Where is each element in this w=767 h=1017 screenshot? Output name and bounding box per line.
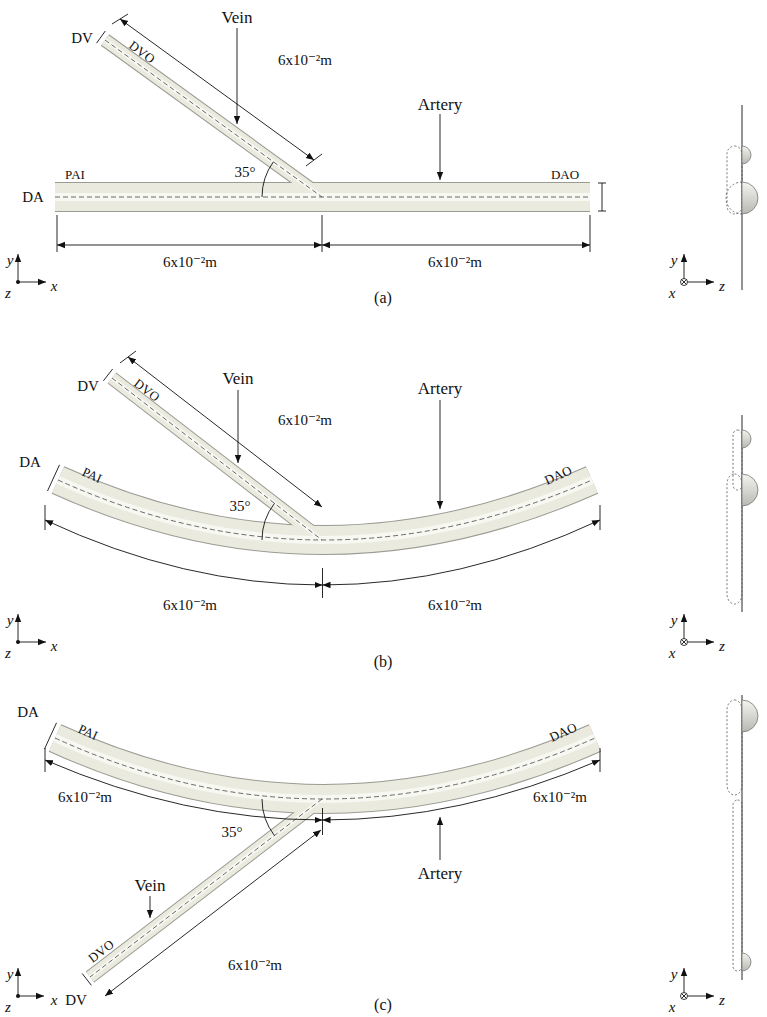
axis-label: z: [5, 286, 11, 301]
dimension-label: 6x10⁻²m: [58, 790, 112, 805]
vessel-label: Artery: [418, 865, 462, 882]
diameter-label: DA: [22, 190, 44, 205]
axis-label: x: [51, 993, 58, 1008]
axis-label: y: [7, 967, 14, 982]
vessel-tubes: [58, 378, 592, 540]
port-label: DAO: [547, 721, 578, 745]
vessel-label: Artery: [418, 96, 462, 113]
dimension-label: 6x10⁻²m: [228, 958, 282, 973]
axis-label: x: [51, 639, 58, 654]
axis-label: x: [51, 279, 58, 294]
dimension-lines: [57, 14, 606, 252]
dimension-lines: [45, 723, 601, 996]
panel-label: (b): [374, 654, 393, 670]
angle-label: 35°: [235, 165, 256, 180]
axis-label: y: [7, 613, 14, 628]
vessel-label: Vein: [221, 9, 252, 26]
port-label: DVO: [86, 937, 116, 964]
vessel-label: Vein: [134, 877, 165, 894]
axis-label: z: [719, 993, 725, 1008]
side-view: [726, 105, 758, 980]
dimension-label: 6x10⁻²m: [278, 53, 332, 68]
port-label: PAI: [76, 722, 99, 742]
diameter-label: DV: [71, 31, 93, 46]
dimension-label: 6x10⁻²m: [163, 598, 217, 613]
diameter-label: DV: [77, 379, 99, 394]
axis-label: y: [671, 613, 678, 628]
vessel-tubes: [55, 40, 590, 197]
axis-label: z: [5, 1000, 11, 1015]
dimension-label: 6x10⁻²m: [533, 790, 587, 805]
panel-label: (c): [374, 997, 392, 1013]
port-label: DVO: [132, 376, 162, 403]
axis-label: z: [719, 639, 725, 654]
dimension-label: 6x10⁻²m: [278, 413, 332, 428]
dimension-label: 6x10⁻²m: [428, 598, 482, 613]
angle-label: 35°: [230, 499, 251, 514]
port-label: PAI: [80, 465, 103, 485]
axis-triads: [16, 254, 714, 1000]
axis-label: y: [671, 967, 678, 982]
port-label: DVO: [127, 38, 157, 65]
port-label: DAO: [542, 463, 573, 486]
axis-label: x: [669, 1000, 676, 1015]
axis-label: y: [671, 253, 678, 268]
dimension-lines: [45, 351, 600, 598]
vessel-label: Vein: [222, 370, 253, 387]
angle-label: 35°: [222, 825, 243, 840]
dimension-label: 6x10⁻²m: [163, 255, 217, 270]
diameter-label: DV: [65, 993, 87, 1008]
axis-label: z: [5, 646, 11, 661]
vessel-tubes: [55, 738, 595, 977]
port-label: DAO: [551, 168, 579, 181]
diameter-label: DA: [17, 705, 39, 720]
diameter-label: DA: [19, 455, 41, 470]
port-label: PAI: [65, 168, 85, 181]
axis-label: x: [669, 646, 676, 661]
dimension-label: 6x10⁻²m: [428, 255, 482, 270]
panel-label: (a): [374, 290, 392, 306]
axis-label: z: [719, 279, 725, 294]
axis-label: y: [7, 253, 14, 268]
axis-label: x: [669, 286, 676, 301]
vessel-label: Artery: [418, 380, 462, 397]
